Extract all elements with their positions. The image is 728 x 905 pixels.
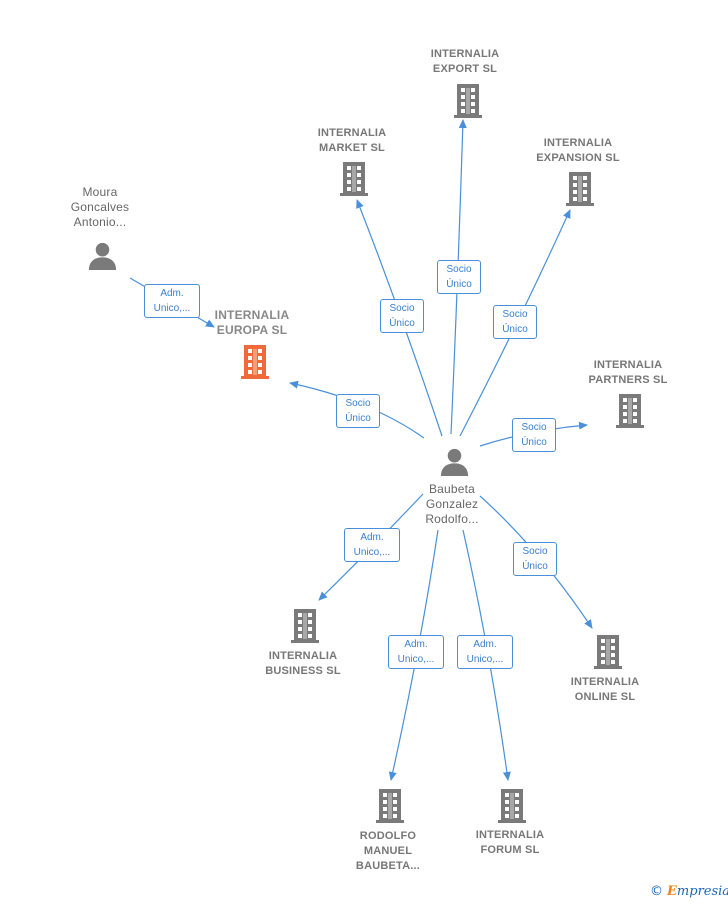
node-label-line: FORUM SL [480,844,540,856]
node-label-forum[interactable]: INTERNALIA FORUM SL [445,828,575,858]
brand-logo[interactable]: © Empresia [650,884,728,899]
node-label-line: Moura [82,185,118,199]
edge-label-baubeta-rodolfo[interactable]: Adm. Unico,... [388,635,444,669]
node-label-line: RODOLFO [359,830,417,842]
building-icon-forum[interactable] [498,789,526,823]
edge-label-baubeta-export[interactable]: Socio Único [437,260,481,294]
edge-label-baubeta-online[interactable]: Socio Único [513,542,557,576]
edge-label-line: Único [521,437,547,448]
node-label-line: ONLINE SL [574,691,636,703]
node-label-business[interactable]: INTERNALIA BUSINESS SL [238,649,368,679]
edge-label-line: Único [502,324,528,335]
edge-label-line: Socio [522,546,548,557]
edge-label-line: Unico,... [397,654,435,665]
node-label-expansion[interactable]: INTERNALIA EXPANSION SL [513,136,643,166]
node-label-line: INTERNALIA [475,829,545,841]
edge-label-line: Adm. [473,639,497,650]
copyright-icon: © [650,884,663,899]
node-label-europa[interactable]: INTERNALIA EUROPA SL [187,308,317,338]
node-label-line: BUSINESS SL [265,665,341,677]
edge-label-line: Socio [521,422,547,433]
edge-label-line: Único [345,413,371,424]
edge-label-line: Adm. [160,288,184,299]
edge-label-baubeta-forum[interactable]: Adm. Unico,... [457,635,513,669]
node-label-export[interactable]: INTERNALIA EXPORT SL [400,47,530,77]
node-label-line: Gonzalez [425,497,479,511]
node-label-online[interactable]: INTERNALIA ONLINE SL [540,675,670,705]
building-icon-market[interactable] [340,162,368,196]
edge-label-line: Adm. [404,639,428,650]
node-label-line: INTERNALIA [214,308,290,322]
edge-label-line: Unico,... [153,303,191,314]
brand-initial: E [667,884,677,899]
edge-label-line: Socio [502,309,528,320]
person-icon-baubeta[interactable] [440,448,469,476]
node-label-line: MARKET SL [319,142,385,154]
node-label-line: PARTNERS SL [588,374,668,386]
edge-label-line: Único [446,279,472,290]
person-icon-moura[interactable] [88,242,117,270]
edge-label-line: Unico,... [466,654,504,665]
node-label-line: Goncalves [70,200,130,214]
node-label-line: INTERNALIA [570,676,640,688]
node-label-rodolfo[interactable]: RODOLFO MANUEL BAUBETA... [323,829,453,874]
building-icon-partners[interactable] [616,394,644,428]
edge-label-baubeta-business[interactable]: Adm. Unico,... [344,528,400,562]
building-icon-online[interactable] [594,635,622,669]
edge-label-line: Socio [446,264,472,275]
building-icon-business[interactable] [291,609,319,643]
edge-label-baubeta-market[interactable]: Socio Único [380,299,424,333]
edge-label-line: Socio [389,303,415,314]
node-label-moura[interactable]: Moura Goncalves Antonio... [35,185,165,230]
node-label-partners[interactable]: INTERNALIA PARTNERS SL [563,358,693,388]
node-label-line: BAUBETA... [355,860,421,872]
node-label-line: EXPORT SL [432,63,498,75]
edge-label-line: Unico,... [353,547,391,558]
building-icon-rodolfo[interactable] [376,789,404,823]
node-label-line: INTERNALIA [430,48,500,60]
node-label-line: INTERNALIA [593,359,663,371]
node-label-line: INTERNALIA [317,127,387,139]
brand-name: mpresia [676,884,728,899]
node-label-line: INTERNALIA [543,137,613,149]
node-label-line: Baubeta [428,482,476,496]
node-label-line: Rodolfo... [425,512,479,526]
node-label-line: Antonio... [73,215,127,229]
edge-label-moura-europa[interactable]: Adm. Unico,... [144,284,200,318]
building-icon-expansion[interactable] [566,172,594,206]
building-icon-export[interactable] [454,84,482,118]
node-label-market[interactable]: INTERNALIA MARKET SL [287,126,417,156]
edge-label-line: Socio [345,398,371,409]
building-icon-europa[interactable] [241,345,269,379]
node-label-baubeta[interactable]: Baubeta Gonzalez Rodolfo... [387,482,517,527]
node-label-line: EXPANSION SL [536,152,620,164]
edge-label-line: Único [389,318,415,329]
edge-label-baubeta-europa[interactable]: Socio Único [336,394,380,428]
edge-label-baubeta-partners[interactable]: Socio Único [512,418,556,452]
node-label-line: INTERNALIA [268,650,338,662]
edge-label-baubeta-expansion[interactable]: Socio Único [493,305,537,339]
node-label-line: MANUEL [363,845,413,857]
edge-label-line: Único [522,561,548,572]
edge-label-line: Adm. [360,532,384,543]
node-label-line: EUROPA SL [216,323,288,337]
